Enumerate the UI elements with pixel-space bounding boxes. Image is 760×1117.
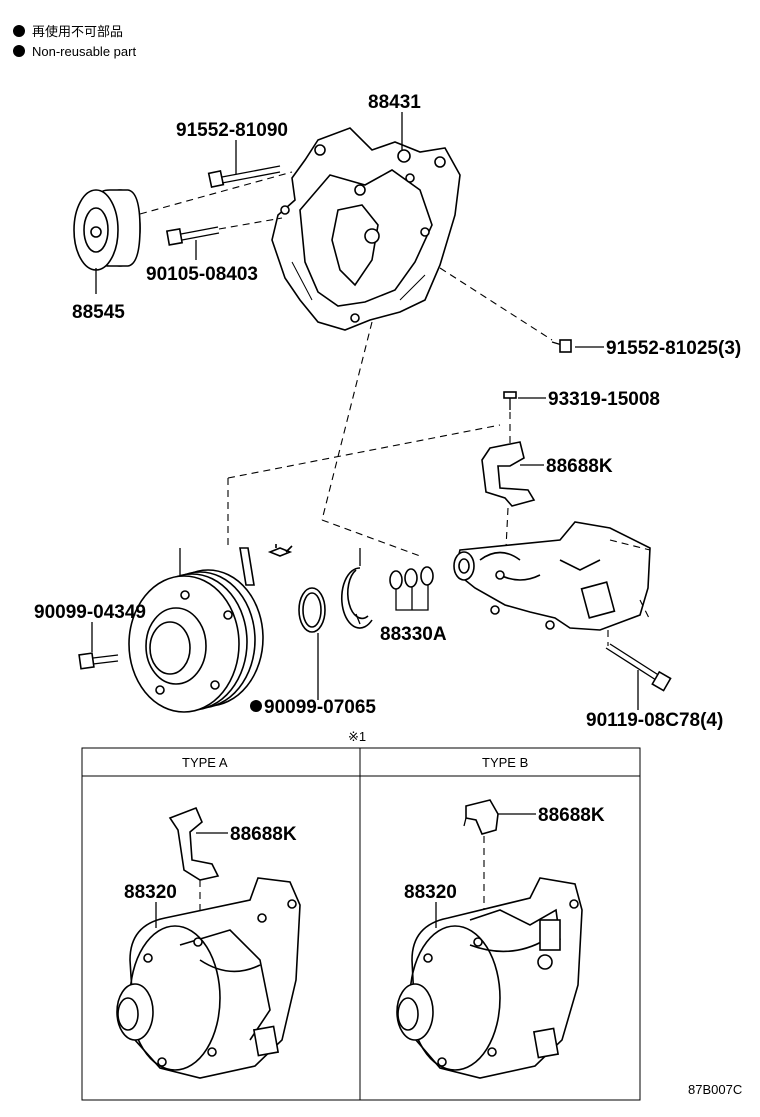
label-90099-07065: 90099-07065: [264, 697, 376, 718]
note-mark: ※1: [348, 729, 366, 744]
snap-ring-drawing: [298, 587, 326, 633]
compressor-bracket-drawing: [271, 127, 461, 331]
legend-japanese: 再使用不可部品: [32, 24, 123, 39]
figure-code: 87B007C: [688, 1082, 742, 1097]
bolt-91552-81025-drawing: [551, 339, 572, 353]
label-91552-81090: 91552-81090: [176, 120, 288, 141]
type-a-bracket-drawing: [168, 806, 220, 881]
bolt-91552-81090-drawing: [207, 165, 281, 189]
type-table: [81, 747, 641, 1101]
bolt-90099-04349-drawing: [78, 652, 119, 670]
label-88545: 88545: [72, 302, 125, 323]
label-93319-15008: 93319-15008: [548, 389, 660, 410]
label-90119-08C78: 90119-08C78(4): [586, 710, 723, 731]
label-88431: 88431: [368, 92, 421, 113]
non-reusable-dot-icon: [250, 700, 262, 712]
type-a-header: TYPE A: [182, 755, 228, 770]
bolt-93319-15008-drawing: [503, 391, 517, 410]
idler-pulley-drawing: [73, 189, 141, 271]
bolt-90119-08C78-drawing: [605, 643, 672, 692]
bolt-90105-08403-drawing: [165, 226, 220, 246]
label-type-a-88320: 88320: [124, 882, 177, 903]
compressor-body-drawing: [453, 521, 651, 631]
label-88688K: 88688K: [546, 456, 613, 477]
non-reusable-dot-icon: [13, 25, 25, 37]
magnetic-clutch-drawing: [128, 569, 264, 713]
shims-drawing: [389, 566, 434, 590]
circlip-drawing: [341, 567, 373, 629]
label-90099-04349: 90099-04349: [34, 602, 146, 623]
hose-bracket-drawing: [481, 441, 536, 507]
type-b-bracket-drawing: [463, 799, 499, 835]
type-a-compressor-drawing: [116, 877, 301, 1079]
label-type-b-88320: 88320: [404, 882, 457, 903]
non-reusable-dot-icon: [13, 45, 25, 57]
type-b-header: TYPE B: [482, 755, 528, 770]
label-88330A: 88330A: [380, 624, 447, 645]
label-90105-08403: 90105-08403: [146, 264, 258, 285]
label-91552-81025: 91552-81025(3): [606, 338, 741, 359]
type-b-compressor-drawing: [396, 877, 583, 1079]
label-type-a-88688K: 88688K: [230, 824, 297, 845]
legend-english: Non-reusable part: [32, 44, 136, 59]
label-type-b-88688K: 88688K: [538, 805, 605, 826]
